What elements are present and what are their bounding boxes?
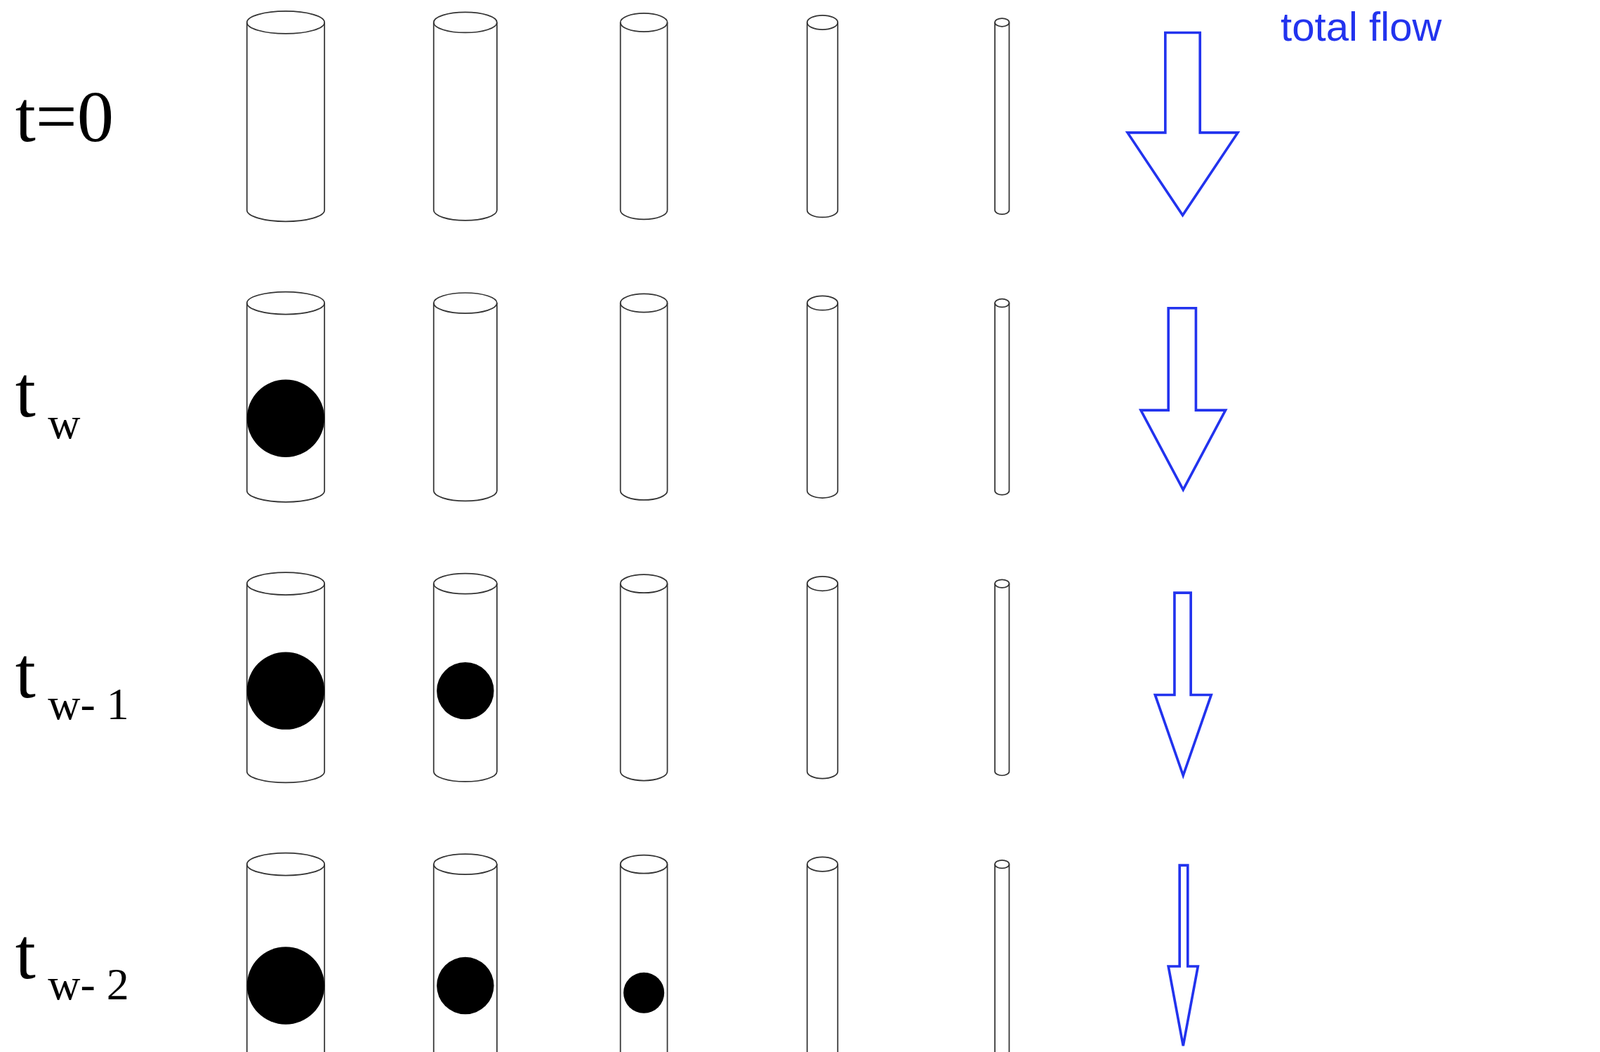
- flow-arrow: [1140, 308, 1226, 491]
- cylinder-top: [807, 576, 839, 591]
- cylinder-body: [994, 303, 1009, 495]
- cylinder-top: [807, 856, 839, 871]
- cylinder-top: [620, 293, 668, 312]
- time-subscript: w- 1: [47, 681, 129, 727]
- time-label: t: [15, 916, 36, 991]
- cylinder-body: [994, 22, 1009, 215]
- cylinder-top: [433, 11, 498, 33]
- cylinder-body: [620, 864, 668, 1052]
- cylinder-top: [807, 15, 839, 30]
- flow-arrow: [1127, 32, 1238, 215]
- cylinder-body: [247, 864, 325, 1052]
- cylinder-top: [247, 572, 325, 595]
- ball: [436, 662, 494, 719]
- cylinder-body: [807, 22, 839, 218]
- cylinder-body: [433, 583, 498, 782]
- cylinder-top: [247, 11, 325, 34]
- time-label: t=0: [15, 80, 114, 154]
- cylinder-body: [807, 303, 839, 499]
- flow-arrow: [1168, 864, 1198, 1046]
- flow-arrow: [1154, 592, 1212, 776]
- cylinder-top: [620, 13, 668, 32]
- ball: [247, 379, 325, 458]
- cylinder-body: [620, 583, 668, 780]
- cylinder-top: [433, 292, 498, 314]
- cylinder-body: [433, 864, 498, 1052]
- cylinder-body: [433, 303, 498, 502]
- cylinder-body: [807, 583, 839, 779]
- cylinder-body: [994, 583, 1009, 776]
- cylinder-body: [433, 22, 498, 221]
- cylinder-top: [994, 299, 1009, 308]
- time-subscript: w: [47, 400, 81, 446]
- time-subscript: w- 2: [47, 961, 129, 1007]
- cylinder-top: [620, 855, 668, 874]
- ball: [436, 956, 494, 1014]
- cylinder-body: [620, 303, 668, 500]
- cylinder-body: [620, 22, 668, 220]
- cylinder-top: [433, 853, 498, 875]
- time-label: t: [15, 355, 36, 429]
- cylinder-top: [994, 860, 1009, 869]
- cylinder-top: [994, 579, 1009, 588]
- cylinder-top: [994, 18, 1009, 27]
- cylinder-top: [620, 574, 668, 593]
- cylinder-top: [433, 573, 498, 594]
- flow-heading: total flow: [1280, 6, 1442, 48]
- ball: [623, 972, 665, 1014]
- cylinder-top: [247, 853, 325, 876]
- cylinder-body: [247, 303, 325, 502]
- cylinder-body: [247, 22, 325, 222]
- ball: [247, 651, 325, 729]
- cylinder-body: [807, 864, 839, 1052]
- cylinder-body: [247, 583, 325, 783]
- time-label: t: [15, 636, 36, 710]
- cylinder-top: [807, 295, 839, 310]
- cylinder-top: [247, 292, 325, 315]
- cylinder-body: [994, 864, 1009, 1052]
- ball: [247, 946, 325, 1024]
